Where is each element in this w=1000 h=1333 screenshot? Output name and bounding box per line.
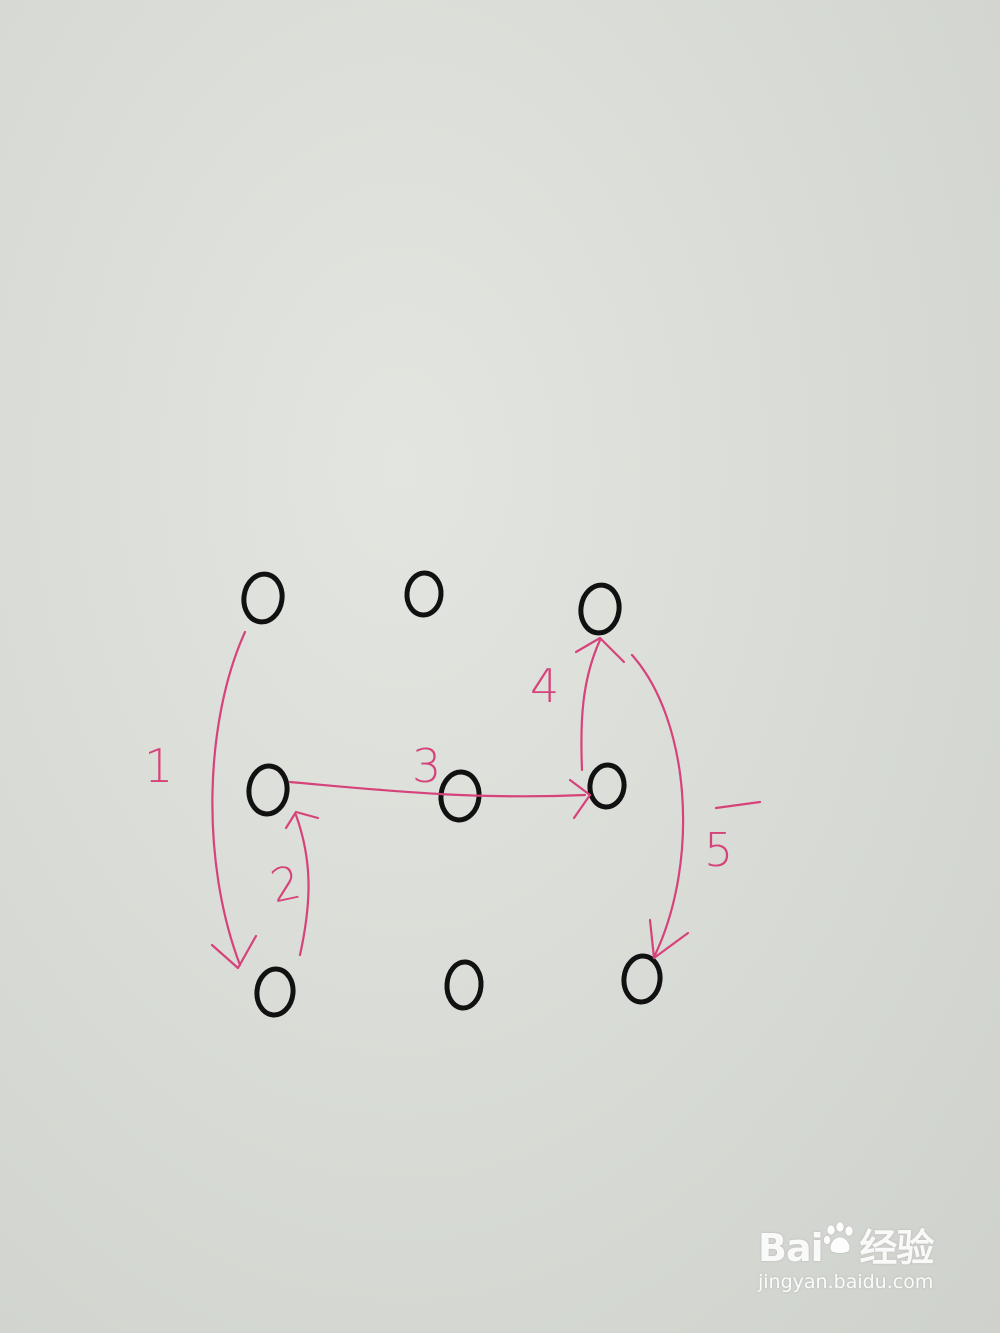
watermark: Bai 经验 jingyan.baidu.com xyxy=(758,1205,948,1315)
arrow-4 xyxy=(580,638,602,772)
dot-r3-c3 xyxy=(621,953,663,1005)
paw-icon xyxy=(823,1221,854,1254)
arrow-2 xyxy=(294,813,310,957)
dot-r2-c3 xyxy=(587,762,627,810)
dot-r1-c3 xyxy=(578,582,622,636)
arrow-4-head xyxy=(574,636,626,664)
dot-r2-c1 xyxy=(246,763,290,817)
step-label-1: 1 xyxy=(144,739,173,793)
dot-r3-c1 xyxy=(254,966,296,1018)
arrow-2-head xyxy=(284,810,320,830)
step-label-5-bar xyxy=(714,800,762,810)
arrow-5 xyxy=(630,653,685,957)
dot-r1-c1 xyxy=(241,571,285,625)
dot-grid xyxy=(241,570,663,1018)
arrow-3-head xyxy=(568,778,592,820)
step-label-2: 2 xyxy=(266,855,306,914)
arrow-1 xyxy=(211,630,247,967)
arrow-1-head xyxy=(210,934,258,970)
step-label-5: 5 xyxy=(704,823,733,877)
dot-r1-c2 xyxy=(404,570,444,618)
move-arrows xyxy=(210,630,690,970)
step-label-4: 4 xyxy=(530,659,559,713)
watermark-url: jingyan.baidu.com xyxy=(758,1271,934,1293)
step-labels: 1 2 3 4 5 xyxy=(144,659,762,914)
arrow-5-head xyxy=(648,918,690,960)
arrow-3 xyxy=(288,780,587,798)
dot-r3-c2 xyxy=(444,959,484,1011)
step-label-3: 3 xyxy=(412,739,441,793)
